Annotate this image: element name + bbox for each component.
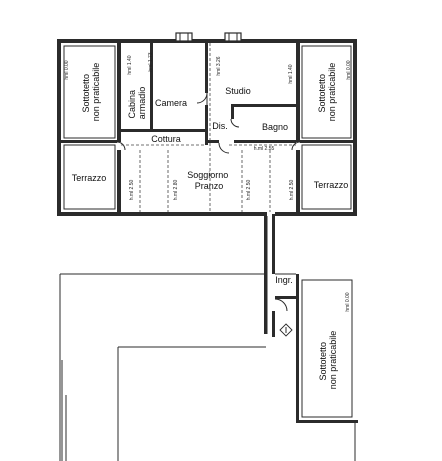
room-dis: Dis. — [212, 121, 228, 131]
room-bagno: Bagno — [262, 122, 288, 132]
entry-arrow-icon — [279, 323, 293, 337]
height-terr-right: h.ml 2.50 — [289, 180, 295, 201]
left-wing — [61, 43, 121, 212]
room-terrazzo-right: Terrazzo — [314, 180, 349, 190]
chimneys — [175, 32, 242, 42]
room-camera: Camera — [155, 98, 187, 108]
room-sottotetto-right: Sottotetto non praticabile — [317, 63, 337, 122]
height-studio-2: hml 1.40 — [288, 64, 294, 83]
room-soggiorno: Soggiorno Pranzo — [187, 170, 231, 191]
height-labels: hml 0.00 hml 0.00 hml 1.40 hml 1.73 hml … — [64, 52, 352, 311]
right-wing — [296, 43, 353, 212]
room-cabina: Cabina armadio — [127, 87, 147, 120]
dashed-lines — [121, 43, 296, 212]
room-sottotetto-lower: Sottotetto non praticabile — [318, 331, 338, 390]
room-studio: Studio — [225, 86, 251, 96]
height-cab-2: hml 1.73 — [148, 52, 154, 71]
height-sogg-2: h.ml 2.50 — [246, 180, 252, 201]
doors — [116, 92, 301, 154]
height-cab-1: hml 1.40 — [127, 55, 133, 74]
height-terr-left: h.ml 2.50 — [129, 180, 135, 201]
room-terrazzo-left: Terrazzo — [72, 173, 107, 183]
room-labels: Sottotetto non praticabile Sottotetto no… — [72, 63, 349, 390]
lower-level — [59, 273, 358, 461]
room-sottotetto-left: Sottotetto non praticabile — [81, 63, 101, 122]
height-sogg-1: h.ml 2.80 — [173, 180, 179, 201]
interior-walls — [121, 43, 296, 145]
height-bagno: h.ml 2.55 — [254, 146, 275, 152]
outer-walls — [57, 39, 357, 216]
height-sott-lower: hml 0.00 — [345, 292, 351, 311]
room-cottura: Cottura — [151, 134, 181, 144]
height-sott-right: hml 0.00 — [346, 60, 352, 79]
stair-corridor — [264, 214, 296, 334]
height-studio-1: hml 3.26 — [216, 56, 222, 75]
room-ingr: Ingr. — [275, 275, 293, 285]
height-sott-left: hml 0.00 — [64, 60, 70, 79]
